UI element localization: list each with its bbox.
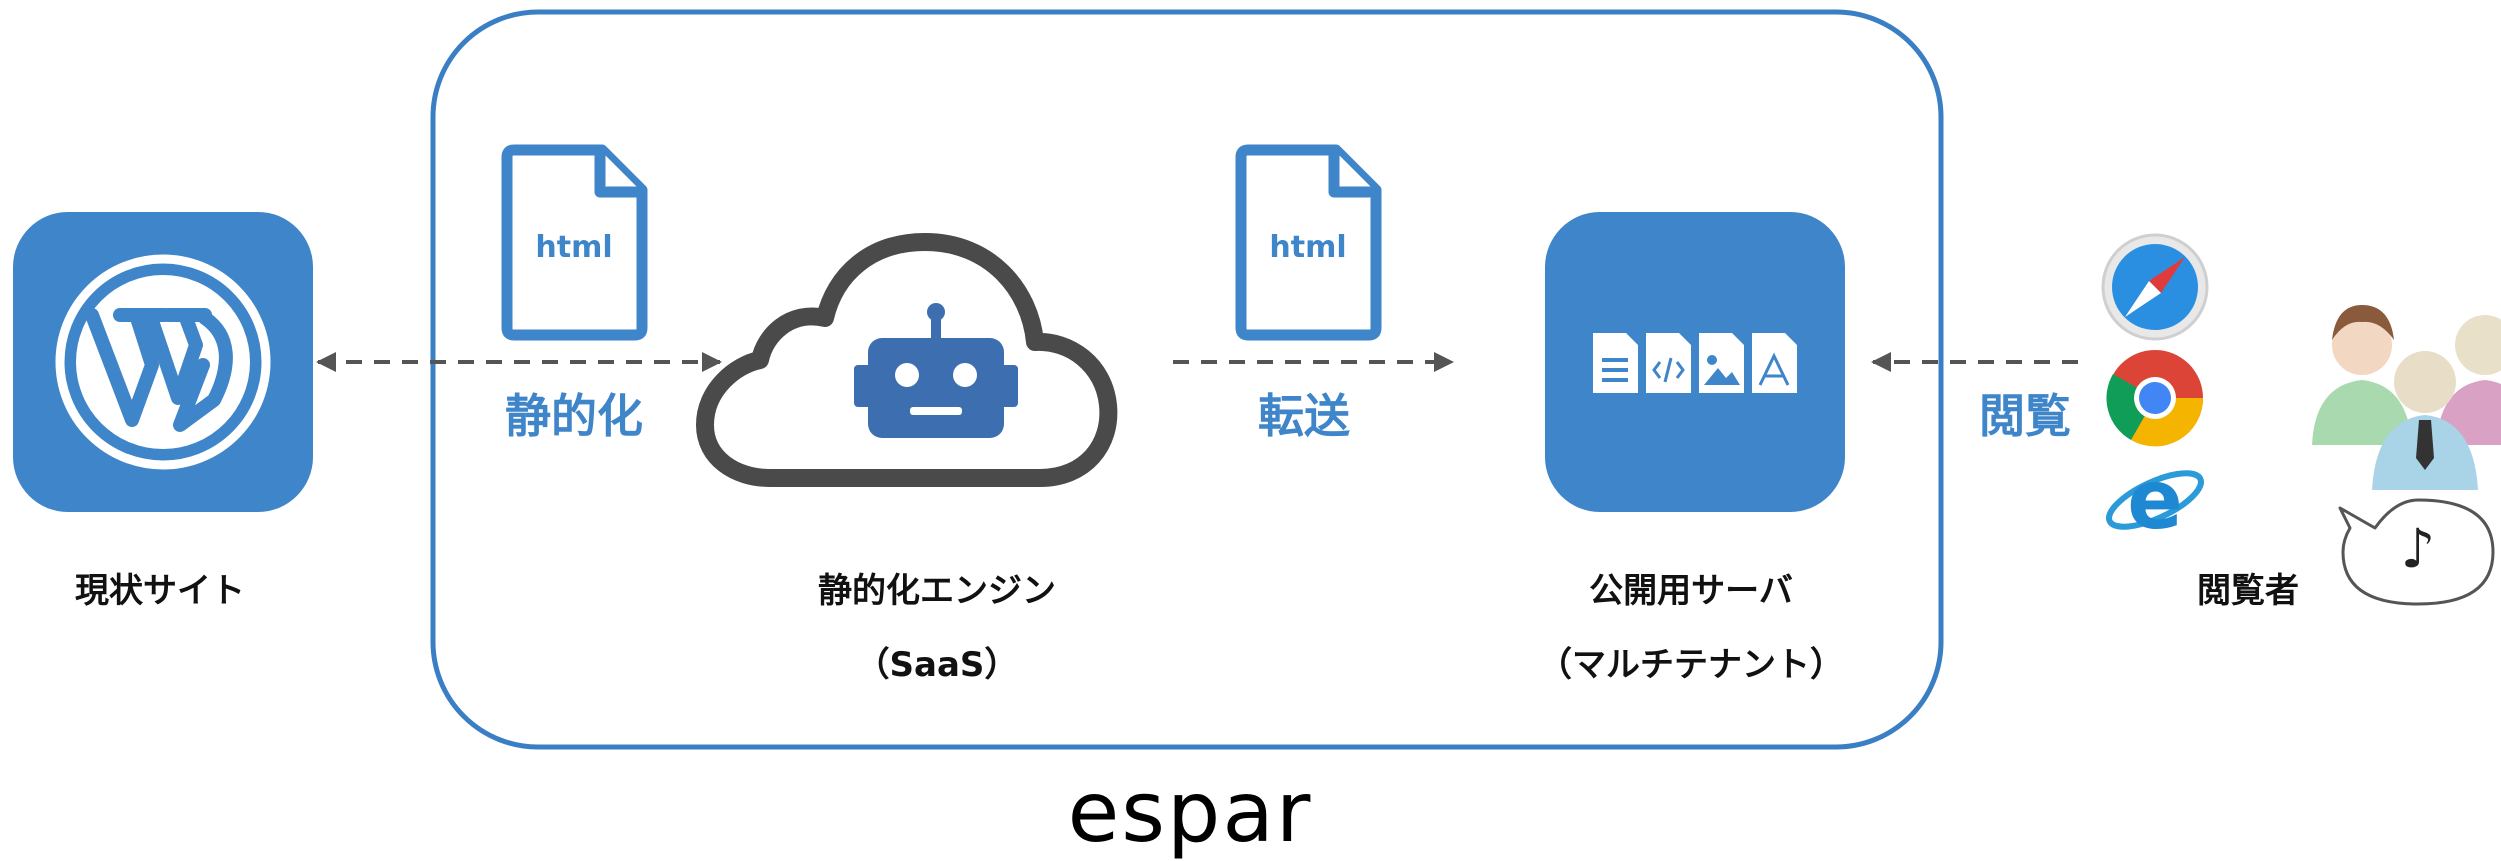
robot-icon [854,303,1018,438]
svg-text:e: e [2127,453,2183,548]
server-tile [1545,212,1845,512]
current-site-label: 現状サイト [75,571,245,611]
music-note-icon: ♪ [2400,517,2436,580]
wordpress-icon [13,212,313,512]
espar-logo: espar [1067,763,1313,861]
html-file-icon-left [501,144,648,341]
engine-label: 静的化エンジン [818,571,1056,611]
image-icon [1699,333,1744,393]
static-conversion-label: 静的化 [505,389,643,443]
html-file-label-left: html [535,230,613,265]
html-file-label-right: html [1269,230,1347,265]
engine-saas-label: （SaaS） [855,645,1019,685]
pdf-icon [1752,333,1797,393]
server-label: 公開用サーバ [1589,571,1793,611]
people-icon [2312,305,2501,490]
document-icon [1593,333,1638,393]
code-icon [1646,333,1691,393]
safari-icon [2101,233,2209,341]
speech-bubble-icon [2338,498,2495,606]
transfer-label: 転送 [1258,389,1350,443]
viewer-label: 閲覧者 [2197,571,2299,611]
espar-container [430,9,1944,750]
ie-icon: e [2106,453,2204,548]
server-multitenant-label: （マルチテナント） [1538,645,1844,685]
chrome-icon [2106,350,2204,447]
browse-label: 閲覧 [1979,389,2071,443]
html-file-icon-right [1235,144,1382,341]
